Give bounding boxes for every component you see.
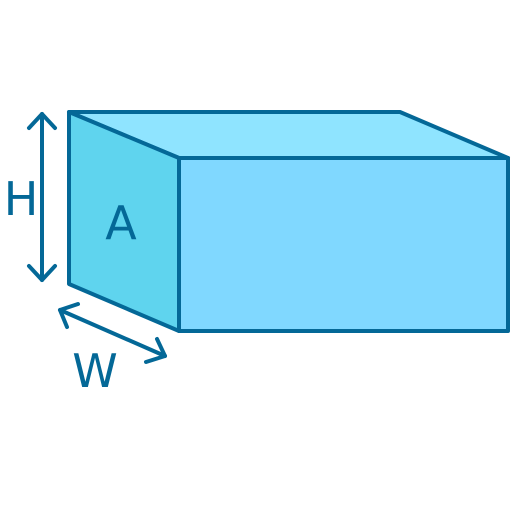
width-label: W: [72, 344, 117, 398]
area-label: A: [105, 196, 137, 250]
height-label: H: [4, 172, 39, 226]
side-face: [67, 110, 181, 333]
front-face: [177, 156, 510, 333]
height-arrow: [27, 112, 57, 282]
width-arrow: [58, 302, 167, 364]
